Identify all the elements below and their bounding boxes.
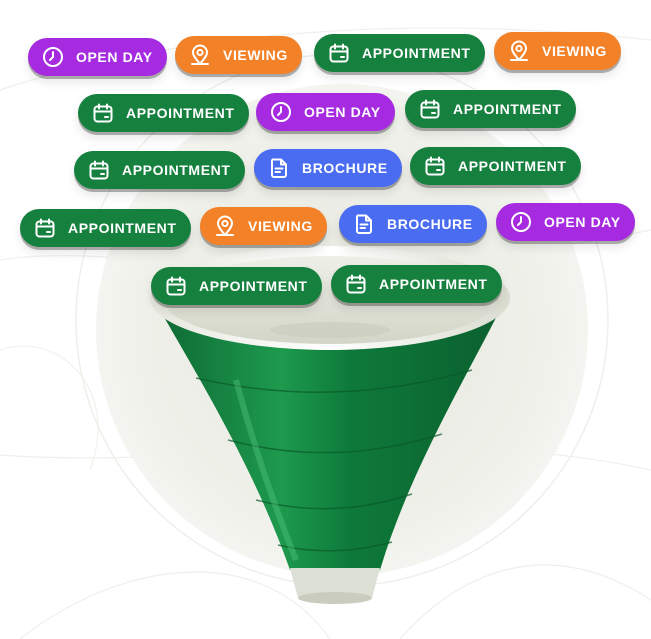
pill-label: APPOINTMENT xyxy=(458,158,567,174)
document-icon xyxy=(268,157,290,179)
calendar-icon xyxy=(88,159,110,181)
pill-label: APPOINTMENT xyxy=(379,276,488,292)
pill-label: APPOINTMENT xyxy=(126,105,235,121)
open-day-pill: OPEN DAY xyxy=(28,38,167,76)
location-pin-icon xyxy=(214,215,236,237)
pill-label: APPOINTMENT xyxy=(453,101,562,117)
clock-icon xyxy=(510,211,532,233)
brochure-pill: BROCHURE xyxy=(339,205,487,243)
pill-label: BROCHURE xyxy=(387,216,473,232)
pill-label: VIEWING xyxy=(248,218,313,234)
pill-label: APPOINTMENT xyxy=(362,45,471,61)
viewing-pill: VIEWING xyxy=(175,36,302,74)
appointment-pill: APPOINTMENT xyxy=(405,90,576,128)
calendar-icon xyxy=(345,273,367,295)
document-icon xyxy=(353,213,375,235)
clock-icon xyxy=(42,46,64,68)
calendar-icon xyxy=(34,217,56,239)
location-pin-icon xyxy=(508,40,530,62)
calendar-icon xyxy=(424,155,446,177)
appointment-pill: APPOINTMENT xyxy=(78,94,249,132)
calendar-icon xyxy=(92,102,114,124)
open-day-pill: OPEN DAY xyxy=(496,203,635,241)
pill-label: VIEWING xyxy=(223,47,288,63)
pill-label: BROCHURE xyxy=(302,160,388,176)
calendar-icon xyxy=(419,98,441,120)
calendar-icon xyxy=(165,275,187,297)
appointment-pill: APPOINTMENT xyxy=(74,151,245,189)
pill-label: OPEN DAY xyxy=(76,49,153,65)
brochure-pill: BROCHURE xyxy=(254,149,402,187)
pill-label: VIEWING xyxy=(542,43,607,59)
appointment-pill: APPOINTMENT xyxy=(331,265,502,303)
viewing-pill: VIEWING xyxy=(200,207,327,245)
appointment-pill: APPOINTMENT xyxy=(151,267,322,305)
appointment-pill: APPOINTMENT xyxy=(410,147,581,185)
location-pin-icon xyxy=(189,44,211,66)
pill-label: OPEN DAY xyxy=(304,104,381,120)
pill-label: OPEN DAY xyxy=(544,214,621,230)
pill-label: APPOINTMENT xyxy=(68,220,177,236)
calendar-icon xyxy=(328,42,350,64)
viewing-pill: VIEWING xyxy=(494,32,621,70)
appointment-pill: APPOINTMENT xyxy=(314,34,485,72)
pill-label: APPOINTMENT xyxy=(199,278,308,294)
pill-label: APPOINTMENT xyxy=(122,162,231,178)
open-day-pill: OPEN DAY xyxy=(256,93,395,131)
clock-icon xyxy=(270,101,292,123)
appointment-pill: APPOINTMENT xyxy=(20,209,191,247)
